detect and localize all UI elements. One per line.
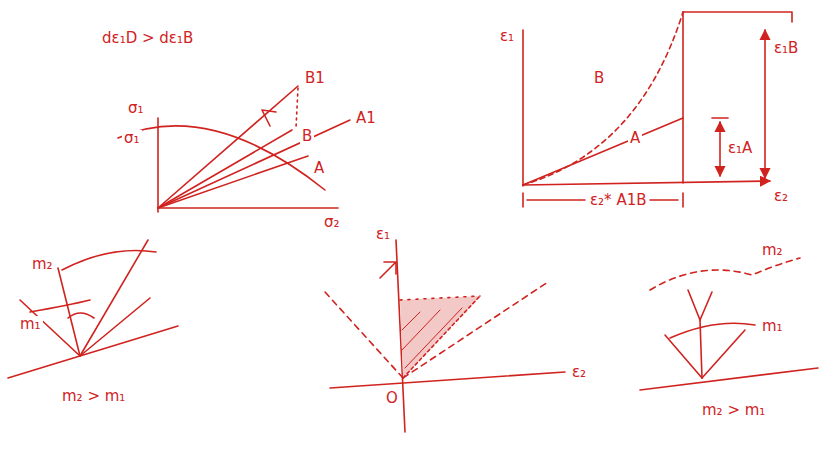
sketch-label: m₂ > m₁ bbox=[700, 402, 767, 419]
dotted-edge bbox=[403, 296, 480, 378]
dimension-arrow bbox=[719, 122, 721, 176]
small-arrow bbox=[380, 262, 396, 278]
fan-line bbox=[58, 268, 80, 356]
sketch-label: m₂ bbox=[760, 242, 785, 259]
vertical-line bbox=[682, 12, 684, 183]
sketch-label: ε₂ bbox=[570, 364, 588, 381]
fan-line bbox=[665, 335, 702, 378]
sketch-label: B bbox=[300, 128, 314, 145]
fan-line bbox=[702, 330, 745, 378]
sketch-label: m₂ > m₁ bbox=[60, 388, 127, 405]
sigma1-axis bbox=[157, 118, 159, 212]
m1-arc bbox=[30, 300, 90, 312]
eps2-axis bbox=[330, 372, 565, 388]
m1-arc bbox=[670, 323, 755, 338]
sigma2-axis bbox=[158, 207, 338, 209]
sketch-label: ε₁ bbox=[374, 226, 392, 243]
dimension-tick bbox=[712, 117, 728, 119]
radial-line bbox=[158, 86, 298, 208]
sketch-label: O bbox=[384, 390, 400, 407]
fan-line bbox=[80, 298, 150, 356]
base-line bbox=[640, 368, 818, 390]
angle-mark bbox=[262, 110, 276, 126]
sketch-label: A bbox=[628, 130, 642, 147]
curve-b bbox=[523, 12, 683, 185]
sketch-label: A bbox=[312, 160, 326, 177]
dotted-edge bbox=[400, 296, 480, 300]
sketch-label: B bbox=[592, 70, 606, 87]
sketch-label: ε₂* A1B bbox=[588, 192, 648, 209]
top-bracket bbox=[683, 12, 792, 22]
sketch-label: m₁ bbox=[760, 318, 785, 335]
fan-line bbox=[688, 290, 712, 320]
dotted-link bbox=[296, 88, 298, 128]
m2-arc bbox=[650, 258, 800, 290]
sketch-label: ε₂ bbox=[772, 188, 790, 205]
sketch-label: m₂ bbox=[30, 256, 55, 273]
sketch-label: ε₁A bbox=[726, 140, 754, 157]
dashed-bound bbox=[325, 292, 403, 378]
sketch-label: B1 bbox=[303, 70, 327, 87]
sketch-label: m₁ bbox=[18, 316, 43, 333]
m2-arc bbox=[62, 250, 156, 270]
radial-line bbox=[158, 156, 308, 208]
angle-arc bbox=[68, 313, 94, 318]
eps1-axis bbox=[522, 30, 524, 186]
sketch-label: σ₂ bbox=[322, 214, 342, 231]
sketch-label: dε₁D > dε₁B bbox=[100, 30, 195, 47]
hatch-lines bbox=[402, 308, 462, 368]
shaded-region bbox=[400, 296, 480, 378]
sketch-label: ε₁ bbox=[498, 28, 516, 45]
curve-a bbox=[523, 118, 683, 185]
radial-line bbox=[158, 120, 350, 208]
yield-arc bbox=[118, 126, 325, 190]
sketch-label: σ₁ bbox=[122, 130, 142, 147]
sketch-label: σ₁ bbox=[126, 100, 146, 117]
sketch-label: ε₁B bbox=[772, 40, 800, 57]
dimension-arrow bbox=[764, 30, 766, 178]
sketch-label: A1 bbox=[354, 110, 378, 127]
eps2-axis bbox=[523, 181, 770, 185]
fan-line bbox=[700, 320, 702, 378]
